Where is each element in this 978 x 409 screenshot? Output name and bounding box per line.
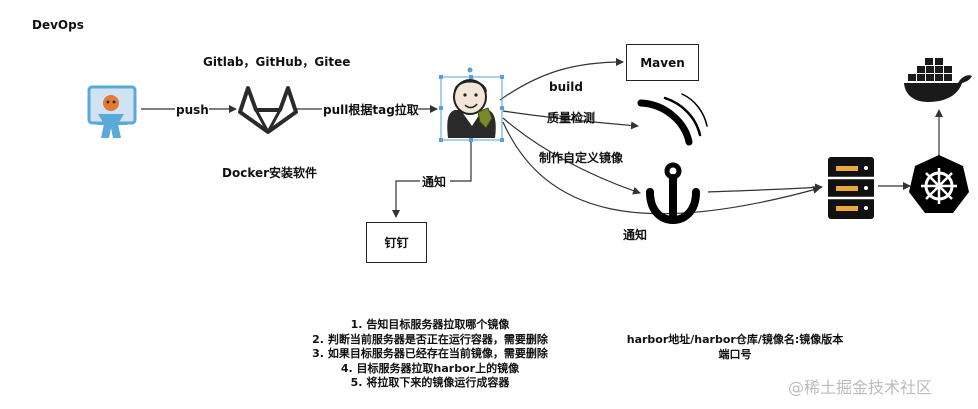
image-address-line-2: 端口号: [718, 347, 752, 361]
dingtalk-node: 钉钉: [366, 222, 427, 263]
custom-image-label: 制作自定义镜像: [539, 150, 624, 165]
quality-label: 质量检测: [547, 110, 595, 125]
build-label: build: [549, 80, 583, 94]
connectors: [141, 58, 943, 218]
notify-server-arrow: [502, 121, 821, 215]
edge-labels: push pull根据tag拉取 build 质量检测 制作自定义镜像 通知 通…: [175, 80, 651, 242]
image-address-note: harbor地址/harbor仓库/镜像名:镜像版本 端口号: [610, 333, 860, 362]
jenkins-icon: [439, 67, 504, 142]
step-3: 3. 如果目标服务器已经存在当前镜像，需要删除: [312, 347, 548, 360]
image-address-line-1: harbor地址/harbor仓库/镜像名:镜像版本: [626, 333, 844, 346]
gitlab-icon: [238, 86, 298, 134]
sources-label: Gitlab，GitHub，Gitee: [203, 55, 350, 69]
developer-icon: [87, 85, 137, 138]
watermark: @稀土掘金技术社区: [788, 378, 933, 397]
docker-icon: [904, 58, 972, 102]
push-label: push: [176, 103, 209, 117]
harbor-to-server-arrow: [707, 183, 823, 193]
step-4: 4. 目标服务器拉取harbor上的镜像: [340, 361, 520, 375]
pull-label: pull根据tag拉取: [323, 102, 419, 117]
notify-server-label: 通知: [623, 227, 647, 242]
custom-image-arrow: [502, 117, 641, 195]
step-2: 2. 判断当前服务器是否正在运行容器，需要删除: [312, 332, 548, 346]
docker-install-note: Docker安装软件: [222, 165, 317, 180]
server-stack-icon: [828, 157, 874, 219]
quality-arrow: [502, 110, 639, 130]
quality-scanner-icon: [637, 93, 708, 146]
harbor-anchor-icon: [646, 162, 700, 225]
deploy-steps: 1. 告知目标服务器拉取哪个镜像 2. 判断当前服务器是否正在运行容器，需要删除…: [300, 318, 560, 391]
diagram-title: DevOps: [32, 18, 84, 32]
notify-dingtalk-label: 通知: [422, 174, 446, 189]
step-1: 1. 告知目标服务器拉取哪个镜像: [350, 318, 510, 331]
maven-node: Maven: [626, 44, 699, 81]
kubernetes-icon: [909, 155, 969, 213]
build-arrow: [499, 58, 624, 101]
step-5: 5. 将拉取下来的镜像运行成容器: [350, 376, 510, 389]
